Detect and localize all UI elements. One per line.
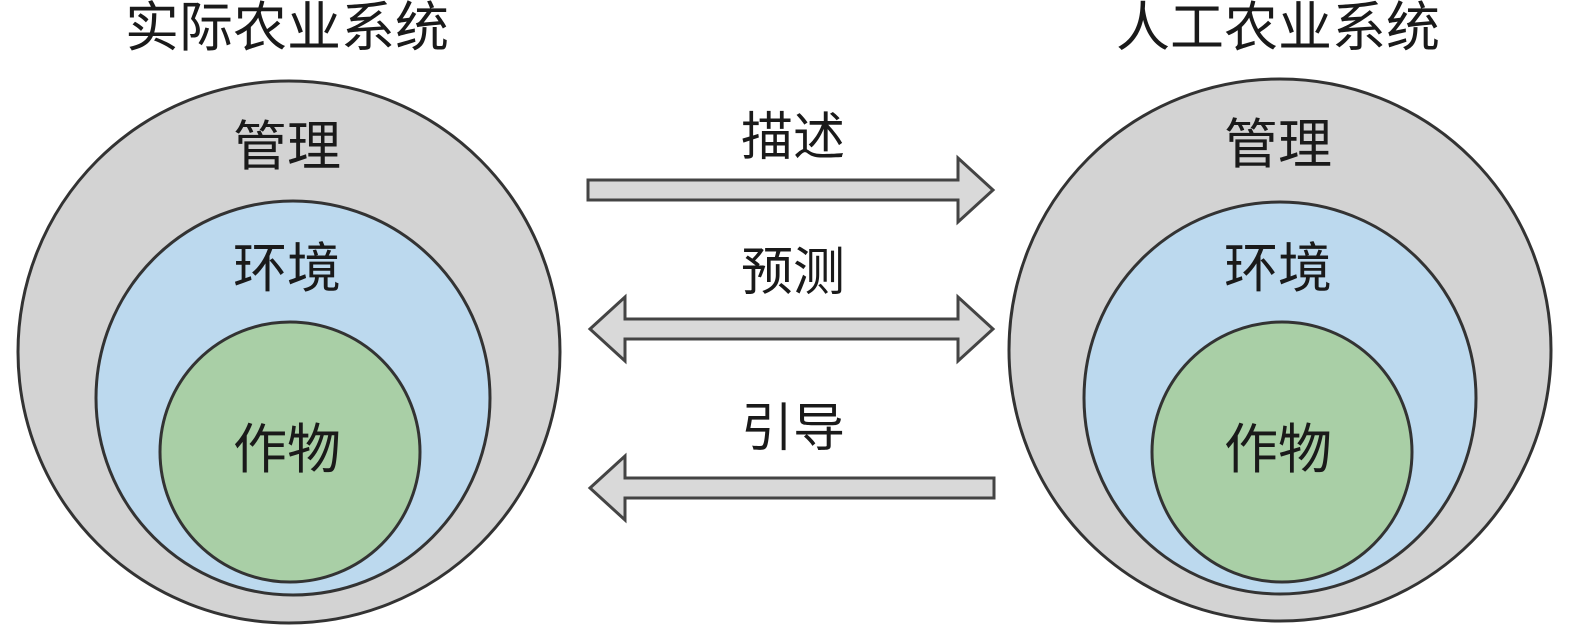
right-environment-label: 环境 <box>1224 237 1332 300</box>
predict-label: 预测 <box>741 243 845 303</box>
left-management-label: 管理 <box>233 115 341 178</box>
left-system: 管理 环境 作物 <box>16 79 562 625</box>
left-system-title: 实际农业系统 <box>125 0 449 59</box>
left-environment-label: 环境 <box>233 237 341 300</box>
right-crop-circle <box>1150 320 1414 584</box>
left-crop-label: 作物 <box>233 418 341 481</box>
right-system-title: 人工农业系统 <box>1116 0 1440 59</box>
predict-arrow <box>587 293 996 365</box>
right-system: 管理 环境 作物 <box>1007 77 1553 623</box>
describe-arrow <box>586 154 996 226</box>
guide-label: 引导 <box>741 399 845 459</box>
right-crop-label: 作物 <box>1224 418 1332 481</box>
guide-arrow <box>587 452 996 524</box>
describe-label: 描述 <box>741 108 845 168</box>
left-crop-circle <box>158 320 422 584</box>
right-management-label: 管理 <box>1224 113 1332 176</box>
